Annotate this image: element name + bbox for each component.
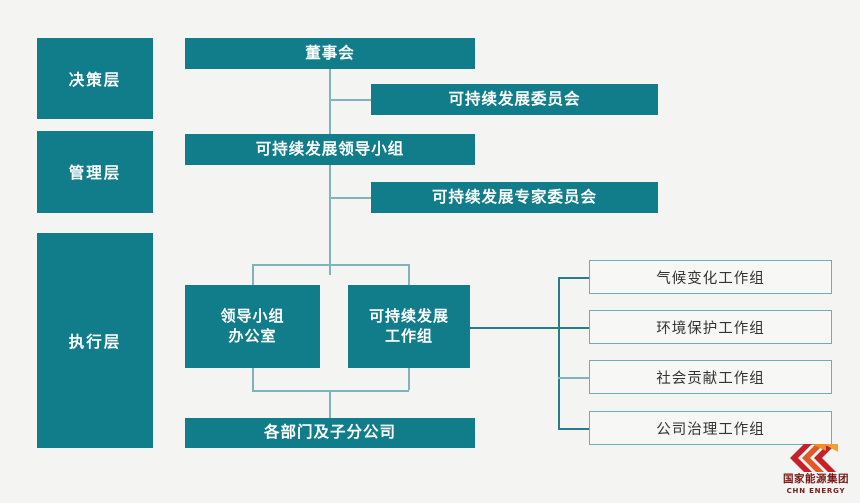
- node-leading-group-office[interactable]: 领导小组 办公室: [185, 285, 320, 368]
- layer-label-decision-text: 决策层: [68, 70, 122, 89]
- connector-merge-to-departments: [329, 390, 331, 418]
- node-leading-group-office-line1: 领导小组: [220, 307, 285, 326]
- node-sd-committee-label: 可持续发展委员会: [448, 89, 581, 108]
- node-sd-expert-committee-label: 可持续发展专家委员会: [431, 187, 597, 206]
- layer-label-management-text: 管理层: [68, 164, 122, 182]
- connector-bus-to-environment: [558, 327, 589, 329]
- layer-label-decision: 决策层: [37, 38, 153, 119]
- node-sd-leading-group[interactable]: 可持续发展领导小组: [185, 134, 475, 165]
- node-working-group-governance[interactable]: 公司治理工作组: [589, 411, 832, 445]
- connector-leadgroup-to-expert: [329, 197, 372, 199]
- connector-bus-to-climate: [558, 277, 589, 279]
- node-departments-subsidiaries-label: 各部门及子分公司: [263, 423, 396, 442]
- connector-workgroup-down: [408, 368, 410, 390]
- connector-exec-fan-left: [252, 264, 254, 285]
- node-sd-working-group-line1: 可持续发展: [368, 307, 449, 326]
- node-sd-committee[interactable]: 可持续发展委员会: [371, 84, 658, 115]
- node-working-group-social[interactable]: 社会贡献工作组: [589, 360, 832, 394]
- connector-workgroup-to-bus: [470, 327, 559, 329]
- layer-label-execution-text: 执行层: [68, 332, 122, 351]
- node-leading-group-office-line2: 办公室: [228, 326, 277, 345]
- layer-label-execution: 执行层: [37, 233, 153, 448]
- layer-label-management: 管理层: [37, 131, 153, 213]
- node-working-group-climate[interactable]: 气候变化工作组: [589, 260, 832, 294]
- connector-bus-to-social: [558, 377, 589, 379]
- connector-exec-fan-right: [408, 264, 410, 285]
- connector-board-to-committee: [329, 99, 372, 101]
- connector-bus-to-governance: [558, 428, 589, 430]
- node-board-of-directors[interactable]: 董事会: [185, 38, 475, 69]
- node-working-group-climate-label: 气候变化工作组: [656, 270, 765, 287]
- node-sd-working-group-line2: 工作组: [384, 326, 433, 345]
- node-departments-subsidiaries[interactable]: 各部门及子分公司: [185, 418, 475, 448]
- node-working-group-environment[interactable]: 环境保护工作组: [589, 310, 832, 344]
- connector-exec-fan-bar: [252, 264, 409, 266]
- node-board-of-directors-label: 董事会: [305, 43, 355, 62]
- connector-workgroup-bus: [558, 277, 560, 429]
- node-sd-expert-committee[interactable]: 可持续发展专家委员会: [371, 182, 658, 213]
- node-working-group-environment-label: 环境保护工作组: [656, 320, 765, 337]
- node-sd-leading-group-label: 可持续发展领导小组: [255, 139, 405, 158]
- connector-board-spine: [329, 69, 331, 141]
- node-working-group-social-label: 社会贡献工作组: [656, 370, 765, 387]
- chn-energy-mark-icon: [790, 444, 838, 472]
- node-sd-working-group[interactable]: 可持续发展 工作组: [348, 285, 470, 368]
- connector-leadgroup-spine: [329, 165, 331, 275]
- logo-name-en: CHN ENERGY: [786, 486, 846, 495]
- connector-office-down: [252, 368, 254, 390]
- company-logo: 国家能源集团 CHN ENERGY: [778, 440, 854, 496]
- node-working-group-governance-label: 公司治理工作组: [656, 421, 765, 438]
- logo-name-cn: 国家能源集团: [783, 473, 849, 485]
- connector-merge-bar: [252, 390, 409, 392]
